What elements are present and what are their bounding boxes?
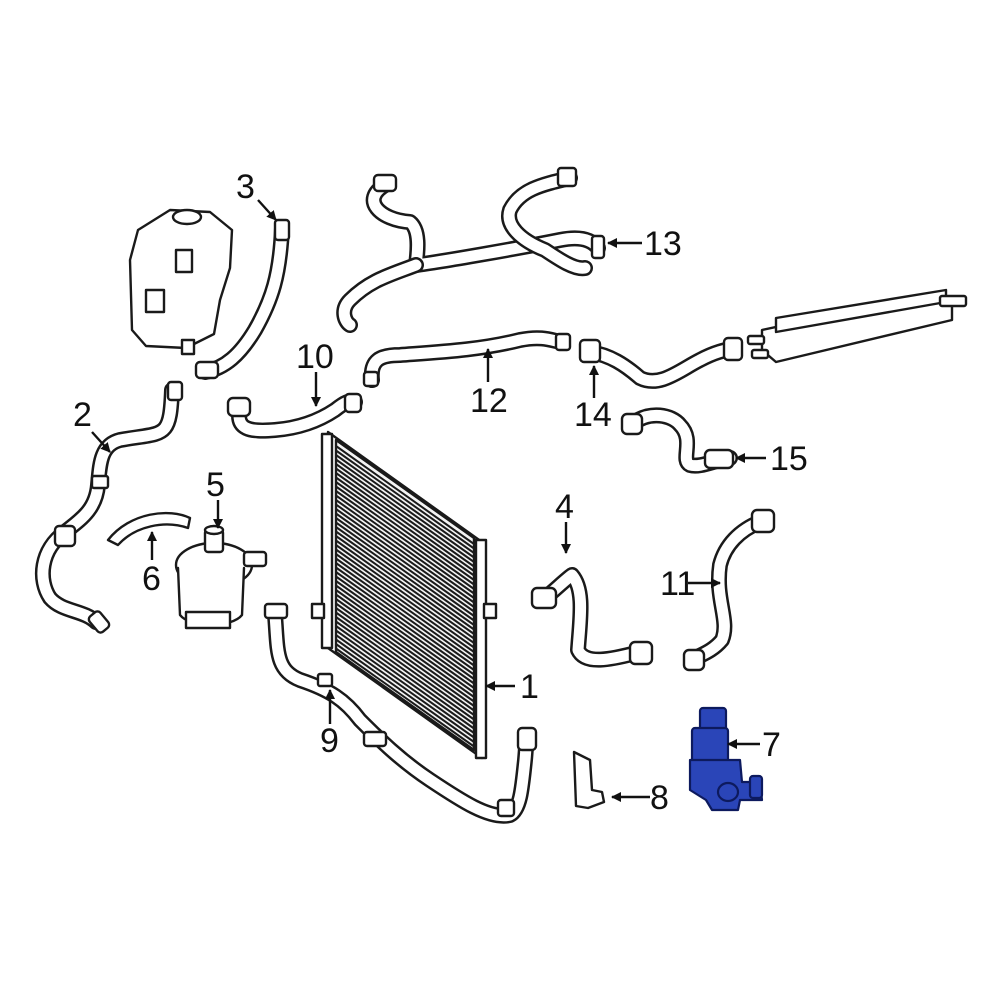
callout-8: 8 (650, 779, 669, 817)
radiator-fin (335, 562, 475, 662)
callout-1: 1 (520, 668, 539, 706)
callout-9: 9 (320, 722, 339, 760)
radiator-fin (335, 584, 475, 685)
radiator-fin (335, 476, 475, 577)
reservoir-hose-part-3[interactable] (128, 208, 291, 380)
hose-part-11[interactable] (682, 508, 776, 672)
radiator-fin (335, 526, 475, 626)
radiator-fin (335, 445, 475, 545)
radiator-fin (335, 472, 475, 572)
callout-2: 2 (73, 396, 92, 434)
radiator-fin (335, 625, 475, 725)
callout-11: 11 (660, 565, 695, 603)
radiator-fin (335, 598, 475, 698)
callout-7: 7 (762, 726, 781, 764)
radiator-fin (335, 593, 475, 694)
bracket-part-8[interactable] (572, 750, 606, 810)
radiator-fin (335, 553, 475, 653)
radiator-fin (335, 517, 475, 617)
hose-assembly-part-13[interactable] (336, 166, 606, 333)
callout-labels: 1 2 3 4 5 6 7 8 9 10 11 12 13 14 15 (73, 168, 808, 817)
hose-part-10[interactable] (226, 392, 363, 439)
radiator-fin (335, 634, 475, 734)
radiator-fin (335, 535, 475, 635)
radiator-fin (335, 548, 475, 649)
pipe-part-9[interactable] (263, 602, 538, 824)
radiator-fin (335, 616, 475, 716)
radiator-fin (335, 467, 475, 568)
hose-part-4[interactable] (530, 567, 654, 668)
callout-13: 13 (644, 225, 682, 263)
callout-6: 6 (142, 560, 161, 598)
radiator-fin (335, 530, 475, 631)
hose-part-2[interactable] (34, 380, 184, 634)
radiator-fin (335, 544, 475, 644)
leader-lines (91, 199, 766, 802)
radiator-part-1[interactable] (310, 430, 498, 760)
hose-part-15[interactable] (620, 407, 738, 474)
bracket-part-6[interactable] (106, 511, 192, 547)
radiator-fin (335, 589, 475, 689)
callout-15: 15 (770, 440, 808, 478)
radiator-fin (335, 512, 475, 613)
radiator-fin (335, 499, 475, 599)
callout-14: 14 (574, 396, 612, 434)
radiator-fin (335, 638, 475, 739)
radiator-fin (335, 458, 475, 559)
callout-3: 3 (236, 168, 255, 206)
radiator-fin (335, 571, 475, 671)
radiator-fin (335, 647, 475, 748)
radiator-fin (335, 629, 475, 730)
radiator-fin (335, 557, 475, 658)
radiator-fin (335, 503, 475, 604)
radiator-fin (335, 611, 475, 712)
radiator-fin (335, 643, 475, 743)
water-pump-part-5[interactable] (174, 524, 268, 630)
pipe-part-12[interactable] (362, 330, 572, 388)
hose-cooler-part-14[interactable] (578, 288, 968, 389)
callout-5: 5 (206, 466, 225, 504)
radiator-fin (335, 521, 475, 622)
radiator-fin (335, 566, 475, 667)
valve-part-7-highlighted[interactable] (688, 706, 764, 812)
radiator-fin (335, 494, 475, 595)
radiator-fin (335, 449, 475, 550)
radiator-fin (335, 620, 475, 721)
radiator-fin (335, 539, 475, 640)
callout-10: 10 (296, 338, 334, 376)
radiator-fin (335, 463, 475, 563)
radiator-fin (335, 575, 475, 676)
radiator-fin (335, 454, 475, 554)
radiator-fin (335, 602, 475, 703)
radiator-fin (335, 481, 475, 581)
radiator-fin (335, 580, 475, 680)
radiator-fin (335, 490, 475, 590)
callout-12: 12 (470, 382, 508, 420)
radiator-fin (335, 485, 475, 586)
callout-4: 4 (555, 488, 574, 526)
radiator-fin (335, 607, 475, 707)
radiator-fin (335, 508, 475, 608)
